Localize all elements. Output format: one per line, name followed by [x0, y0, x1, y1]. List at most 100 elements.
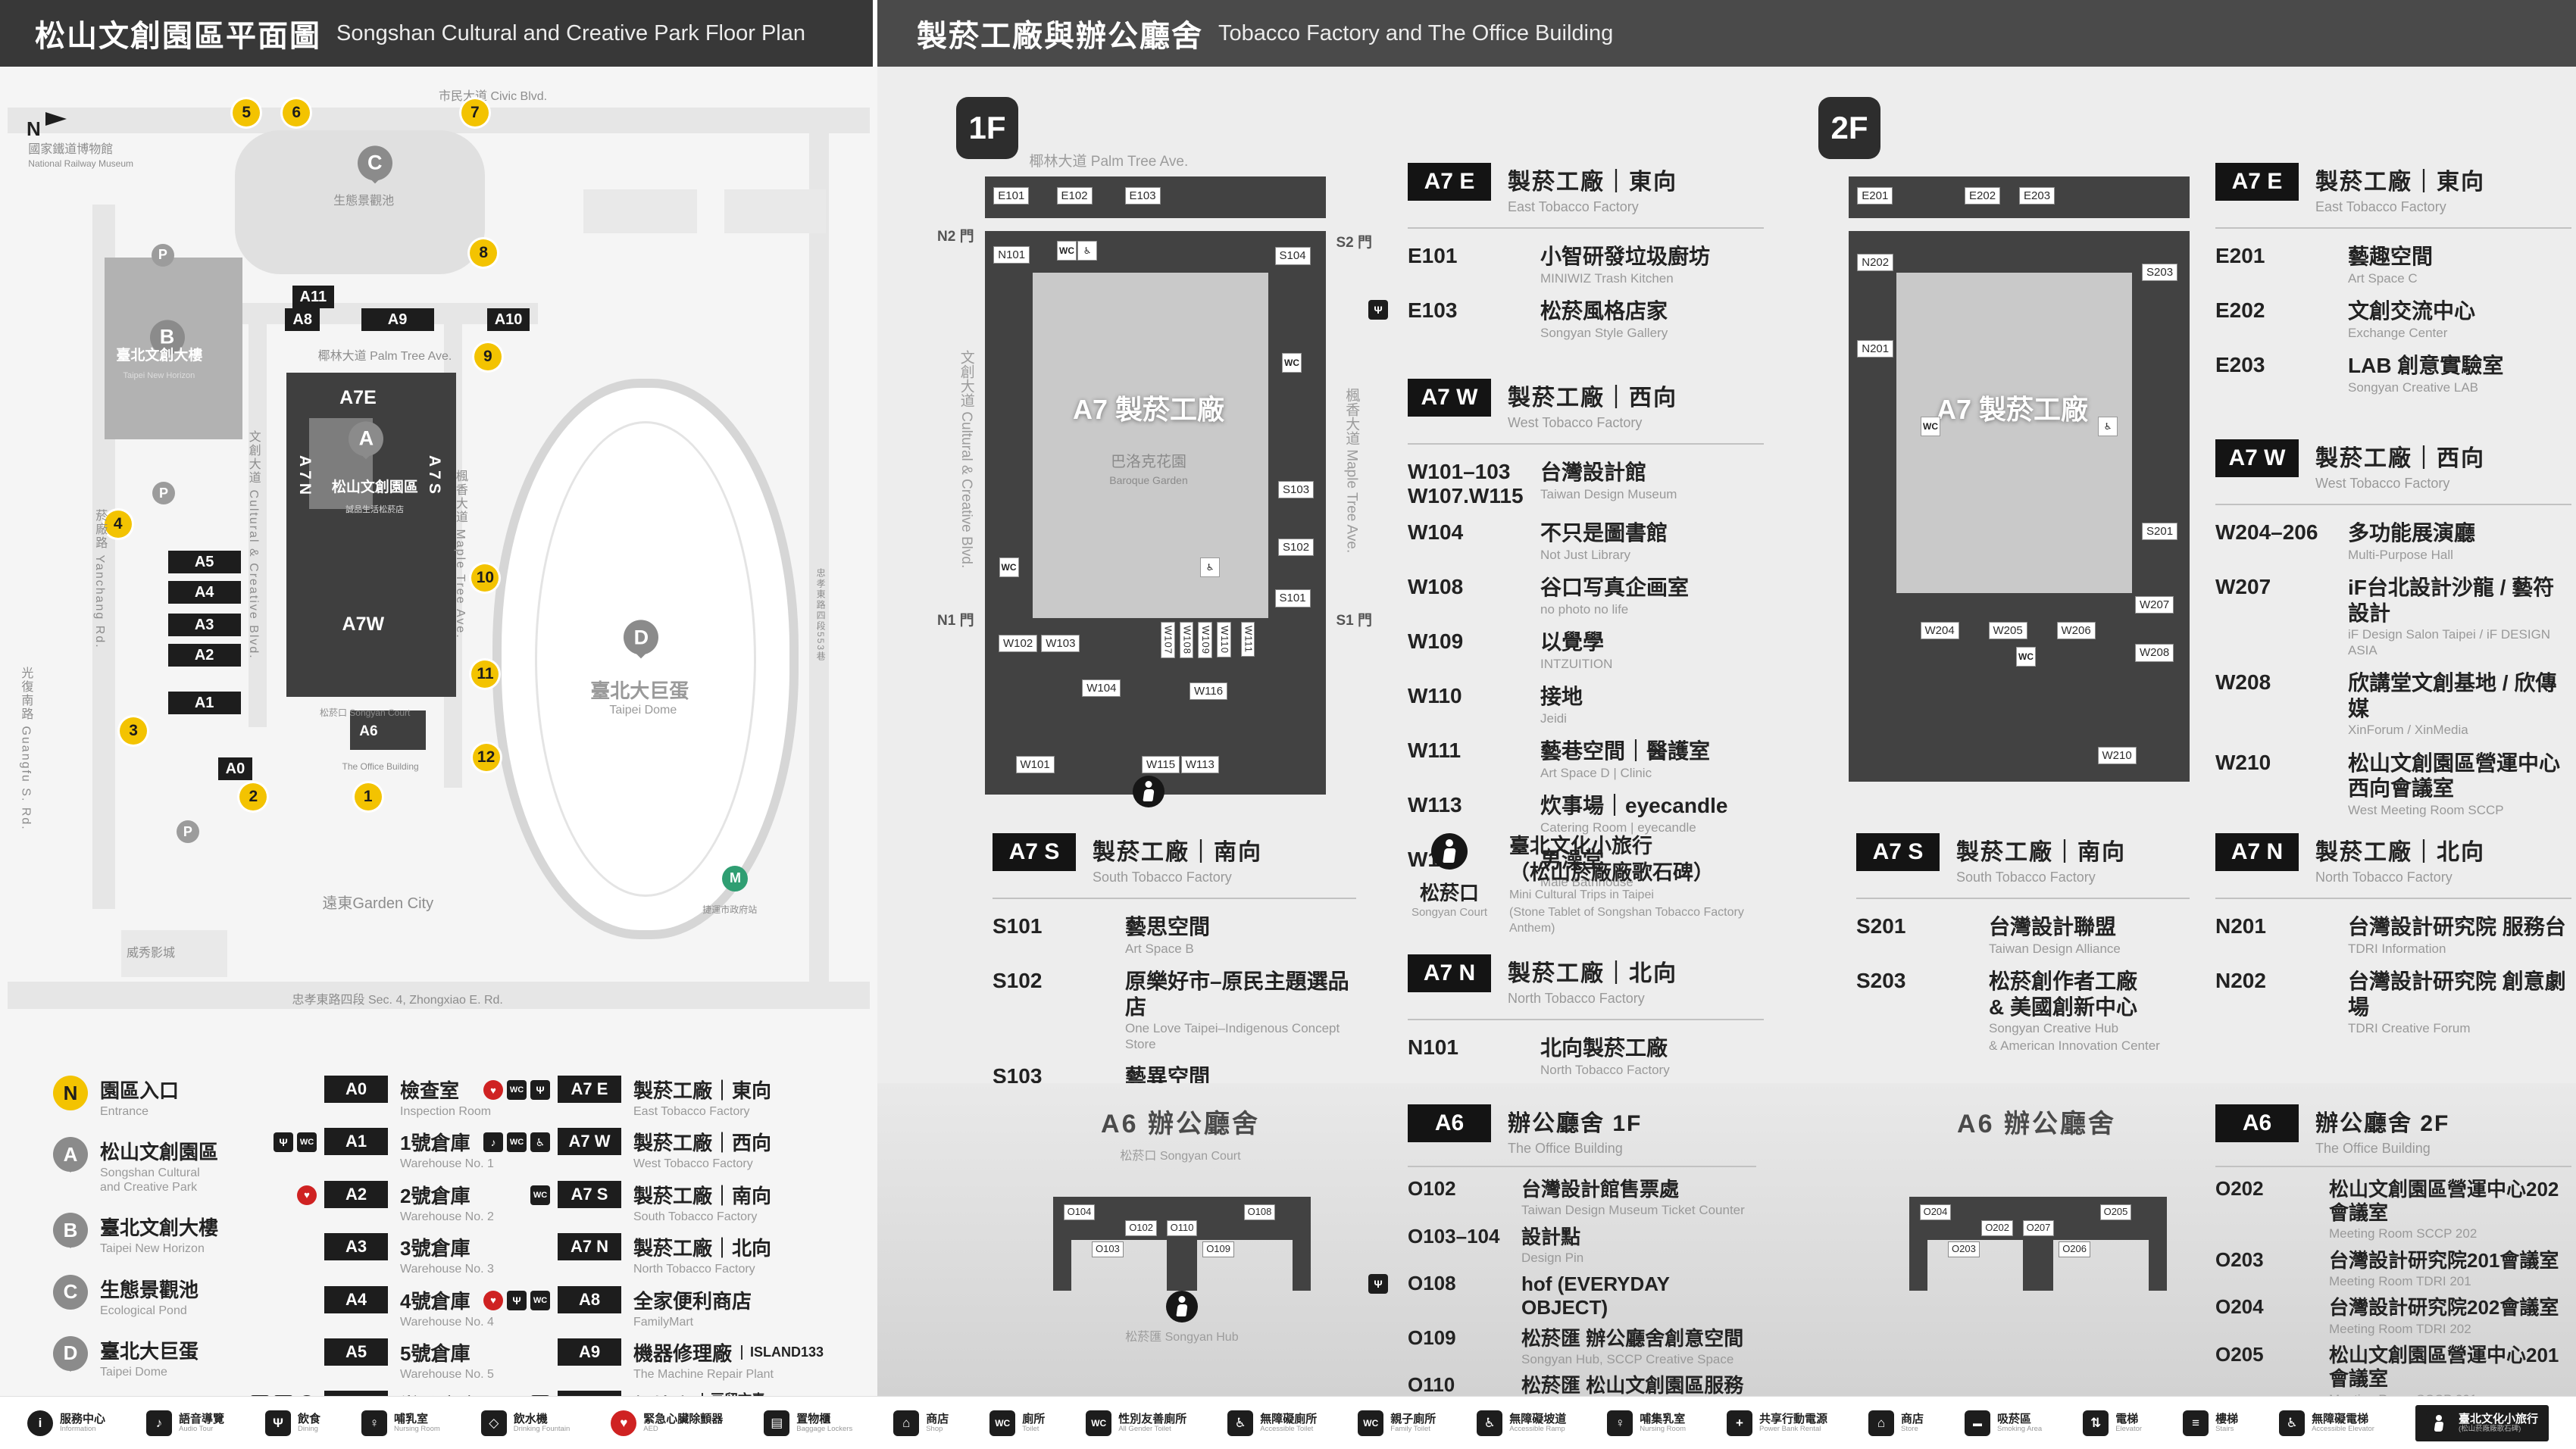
legend-zh: 臺北文創大樓	[100, 1216, 219, 1240]
room-name-en: TDRI Information	[2348, 941, 2446, 956]
facility-icon	[27, 1410, 53, 1436]
a6-center-stub	[2022, 1239, 2054, 1291]
room-row: W110 接地 Jeidi	[1408, 684, 1764, 726]
facility-label: 親子廁所 Family Toilet	[1390, 1413, 1436, 1434]
room-name-en: INTZUITION	[1540, 656, 1613, 671]
map-label-市民大道 Civic Blvd.: 市民大道 Civic Blvd.	[439, 90, 548, 103]
room-name-en: West Meeting Room SCCP	[2348, 802, 2504, 817]
room-name-zh: 台灣設計聯盟	[1989, 915, 2117, 938]
facility-label: 商店 Shop	[926, 1413, 949, 1434]
room-name-zh: 男澡堂	[1540, 848, 1605, 873]
map-label-N101: N101	[993, 245, 1030, 264]
legend-building-row: A3 3號倉庫 Warehouse No. 3	[241, 1233, 502, 1276]
section-title-zh: 製菸工廠｜南向	[1093, 840, 1262, 865]
room-name-zh: 台灣設計館	[1540, 461, 1647, 484]
room-row: W101–103 W107.W115 台灣設計館 Taiwan Design M…	[1408, 460, 1764, 508]
map-label-S104: S104	[1274, 247, 1311, 265]
map-label-椰林大道 Palm Tree Ave.: 椰林大道 Palm Tree Ave.	[317, 350, 452, 364]
room-number: O110	[1408, 1373, 1455, 1397]
room-name-en: Taiwan Design Museum	[1540, 486, 1677, 501]
aed-icon	[297, 1185, 317, 1205]
map-label-E101: E101	[993, 186, 1030, 205]
room-name: 以覺學 INTZUITION	[1540, 629, 1612, 672]
map-label-A9: A9	[361, 308, 434, 331]
facility-zh: 親子廁所	[1390, 1412, 1436, 1426]
room-name-zh: 藝趣空間	[2348, 245, 2434, 268]
facility-legend: 服務中心 Information 語音導覽 Audio Tour 飲食 Dini…	[0, 1396, 2576, 1449]
aed-icon	[483, 1080, 503, 1100]
room-name-zh: hof (EVERYDAY OBJECT)	[1521, 1273, 1670, 1319]
map-label-O205: O205	[2099, 1204, 2132, 1220]
section-title-en: East Tobacco Factory	[1508, 199, 1639, 214]
room-name-en: no photo no life	[1540, 601, 1629, 617]
facility-zh: 樓梯	[2215, 1412, 2239, 1426]
map-label-A1: A1	[167, 691, 241, 714]
room-row: E201 藝趣空間 Art Space C	[2215, 244, 2571, 286]
map-label-12: 12	[472, 743, 500, 771]
room-name: hof (EVERYDAY OBJECT)	[1521, 1273, 1756, 1319]
room-name-zh: 炊事場｜eyecandle	[1540, 794, 1728, 818]
city-block	[724, 189, 826, 233]
room-name-zh: 北向製菸工廠	[1540, 1036, 1668, 1060]
map-label-O104: O104	[1063, 1204, 1096, 1220]
marker-pin-a: A	[349, 420, 384, 456]
legend-row-icons	[241, 1132, 324, 1153]
room-number: W110	[1408, 684, 1462, 708]
legend-marker-badge: A	[53, 1137, 88, 1173]
room-number: O203	[2215, 1248, 2264, 1271]
road-civic-blvd	[8, 108, 870, 133]
map-label-椰林大道 Palm Tree Ave.: 椰林大道 Palm Tree Ave.	[1029, 153, 1189, 170]
legend-row-icons	[474, 1185, 558, 1205]
map-label-S103: S103	[1278, 480, 1315, 499]
facility-item: 服務中心 Information	[27, 1410, 105, 1436]
room-name-en: Multi-Purpose Hall	[2348, 547, 2453, 562]
map-label-W111: W111	[1240, 621, 1255, 657]
section-title-en: South Tobacco Factory	[1093, 870, 1232, 885]
map-label-W210: W210	[2097, 746, 2137, 764]
legend-zh: 生態景觀池	[100, 1278, 199, 1301]
section-code-badge: A7 W	[1408, 379, 1491, 417]
map-label-誠品生活松菸店: 誠品生活松菸店	[345, 505, 405, 515]
facility-icon	[989, 1410, 1016, 1436]
facility-icon	[1727, 1410, 1753, 1436]
room-name-zh: 以覺學	[1540, 630, 1605, 654]
map-label-3: 3	[120, 717, 148, 745]
map-label-巴洛克花園: 巴洛克花園	[1111, 453, 1186, 470]
map-label-A4: A4	[167, 580, 241, 604]
facility-icon	[1477, 1410, 1503, 1436]
section-title-en: North Tobacco Factory	[1508, 991, 1645, 1006]
room-row: O102 台灣設計館售票處 Taiwan Design Museum Ticke…	[1408, 1177, 1756, 1219]
room-name: 小智研發垃圾廚坊 MINIWIZ Trash Kitchen	[1540, 244, 1710, 286]
legend-zh: 製菸工廠｜東向	[633, 1079, 772, 1102]
room-name-zh: 台灣設計研究院201會議室	[2329, 1248, 2559, 1272]
legend-marker-row: C 生態景觀池 Ecological Pond	[53, 1274, 218, 1318]
room-name: 男澡堂 Male Bathhouse	[1540, 848, 1633, 890]
room-number: S102	[993, 968, 1043, 992]
room-number: O103–104	[1408, 1224, 1500, 1248]
legend-marker-badge: D	[53, 1335, 88, 1371]
map-label-10: 10	[471, 564, 499, 592]
room-number: N101	[1408, 1035, 1458, 1059]
legend-row-icons	[474, 1132, 558, 1153]
map-label-11: 11	[471, 660, 499, 689]
facility-icon	[1227, 1410, 1254, 1436]
section-title-en: West Tobacco Factory	[1508, 415, 1643, 430]
room-name-zh: 藝思空間	[1125, 915, 1211, 938]
facility-en: Smoking Area	[1997, 1424, 2043, 1433]
map-label-W205: W205	[1988, 621, 2027, 639]
legend-marker-text: 園區入口 Entrance	[100, 1076, 179, 1119]
facility-en: Elevator	[2115, 1424, 2143, 1433]
facility-icon	[1086, 1410, 1112, 1436]
accessible-icon	[530, 1132, 550, 1153]
map-label-W115: W115	[1142, 756, 1180, 774]
facility-icon	[1965, 1410, 1991, 1436]
section-title-en: West Tobacco Factory	[2315, 476, 2450, 491]
room-number: O109	[1408, 1326, 1456, 1349]
park-floor-plan-title-zh: 松山文創園區平面圖	[35, 20, 321, 53]
map-label-Taipei New Horizon: Taipei New Horizon	[123, 371, 195, 380]
room-list: N101 北向製菸工廠 North Tobacco Factory	[1408, 1035, 1764, 1078]
legend-marker-text: 生態景觀池 Ecological Pond	[100, 1275, 199, 1318]
